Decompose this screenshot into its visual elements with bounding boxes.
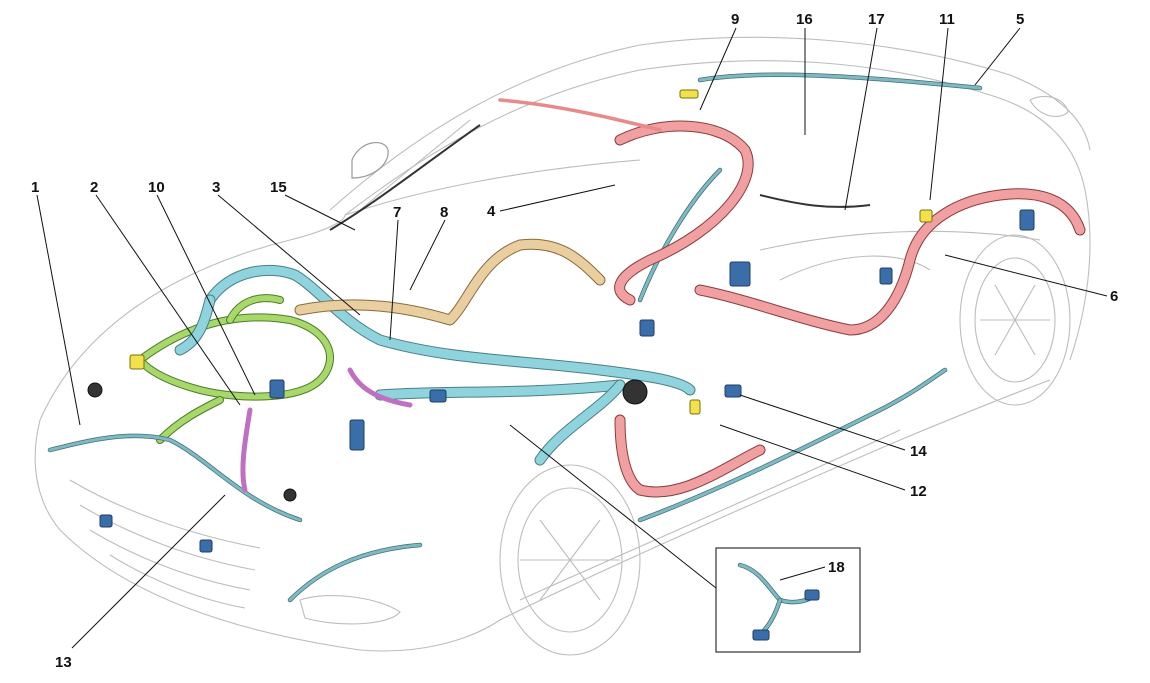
connectors [87,89,1035,553]
callout-16: 16 [796,11,813,28]
harness-thin-blue [47,72,983,603]
harness-dashboard-tan [294,238,606,326]
leader-lines [36,27,1108,649]
harness-interior-red [498,98,1086,498]
callout-8: 8 [440,204,448,221]
callout-7: 7 [393,204,401,221]
car-body-outline [34,36,1091,656]
callout-6: 6 [1110,288,1118,305]
callout-9: 9 [731,11,739,28]
callout-4: 4 [487,203,496,220]
harness-main-blue [174,264,696,466]
harness-trunk-dark [329,124,871,231]
harness-purple [240,367,413,493]
harness-front-engine-bay [136,294,334,444]
callout-18: 18 [828,559,845,576]
callout-12: 12 [910,483,927,500]
callout-17: 17 [868,11,885,28]
callout-2: 2 [90,179,98,196]
callout-11: 11 [939,11,955,28]
callout-5: 5 [1016,11,1024,28]
callout-13: 13 [55,654,72,671]
callout-15: 15 [270,179,287,196]
callout-10: 10 [148,179,165,196]
callout-14: 14 [910,443,927,460]
callout-3: 3 [212,179,220,196]
callout-labels: 1 2 10 3 15 7 8 4 9 16 17 11 5 6 14 12 1… [31,11,1118,671]
inset-detail-box [715,547,861,653]
callout-1: 1 [31,179,39,196]
